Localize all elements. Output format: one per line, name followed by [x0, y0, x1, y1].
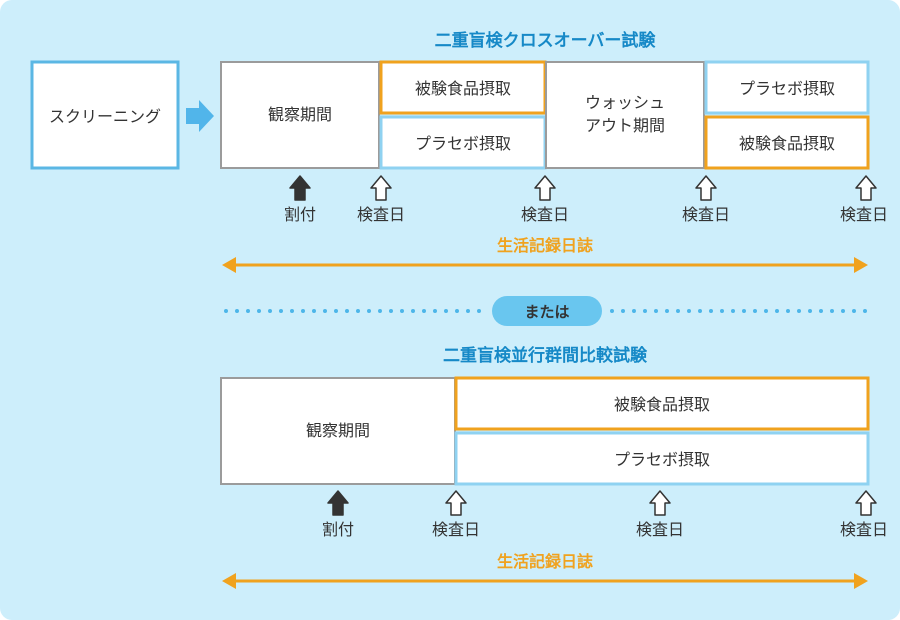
parallel-exam3-label: 検査日 [840, 520, 888, 539]
parallel-allocation-label: 割付 [322, 520, 354, 539]
screening-arrow-icon [186, 100, 214, 132]
parallel-test-label: 被験食品摂取 [614, 395, 710, 414]
crossover-exam3-label: 検査日 [682, 205, 730, 224]
screening-label: スクリーニング [49, 107, 161, 126]
period1-test-label: 被験食品摂取 [415, 79, 511, 98]
parallel-test-box: 被験食品摂取 [454, 376, 870, 431]
period2-placebo-box: プラセボ摂取 [704, 60, 870, 115]
period2-placebo-label: プラセボ摂取 [739, 79, 835, 98]
period2-test-box: 被験食品摂取 [704, 115, 870, 170]
crossover-diary-label: 生活記録日誌 [497, 236, 593, 255]
period1-placebo-label: プラセボ摂取 [415, 134, 511, 153]
parallel-diary-arrow-icon [222, 573, 868, 589]
washout-label-line2: アウト期間 [585, 116, 665, 135]
screening-box: スクリーニング [30, 60, 180, 170]
period2-test-label: 被験食品摂取 [739, 134, 835, 153]
parallel-exam1-label: 検査日 [432, 520, 480, 539]
crossover-observation-label: 観察期間 [268, 105, 332, 124]
period1-placebo-box: プラセボ摂取 [379, 115, 547, 170]
parallel-placebo-box: プラセボ摂取 [454, 431, 870, 486]
crossover-observation-box: 観察期間 [220, 61, 380, 169]
crossover-exam4-label: 検査日 [840, 205, 888, 224]
crossover-allocation-label: 割付 [284, 205, 316, 224]
crossover-diary-arrow-icon [222, 257, 868, 273]
parallel-title: 二重盲検並行群間比較試験 [443, 345, 648, 366]
parallel-diary-label: 生活記録日誌 [497, 552, 593, 571]
crossover-exam2-label: 検査日 [521, 205, 569, 224]
or-label: または [524, 303, 569, 321]
crossover-title: 二重盲検クロスオーバー試験 [435, 30, 657, 51]
parallel-exam2-label: 検査日 [636, 520, 684, 539]
washout-box: ウォッシュ アウト期間 [545, 61, 705, 169]
period1-test-box: 被験食品摂取 [379, 60, 547, 115]
parallel-placebo-label: プラセボ摂取 [614, 450, 710, 469]
crossover-exam1-label: 検査日 [357, 205, 405, 224]
parallel-observation-label: 観察期間 [306, 421, 370, 440]
or-pill: または [492, 296, 602, 326]
parallel-observation-box: 観察期間 [220, 377, 456, 485]
washout-label-line1: ウォッシュ [585, 93, 665, 112]
